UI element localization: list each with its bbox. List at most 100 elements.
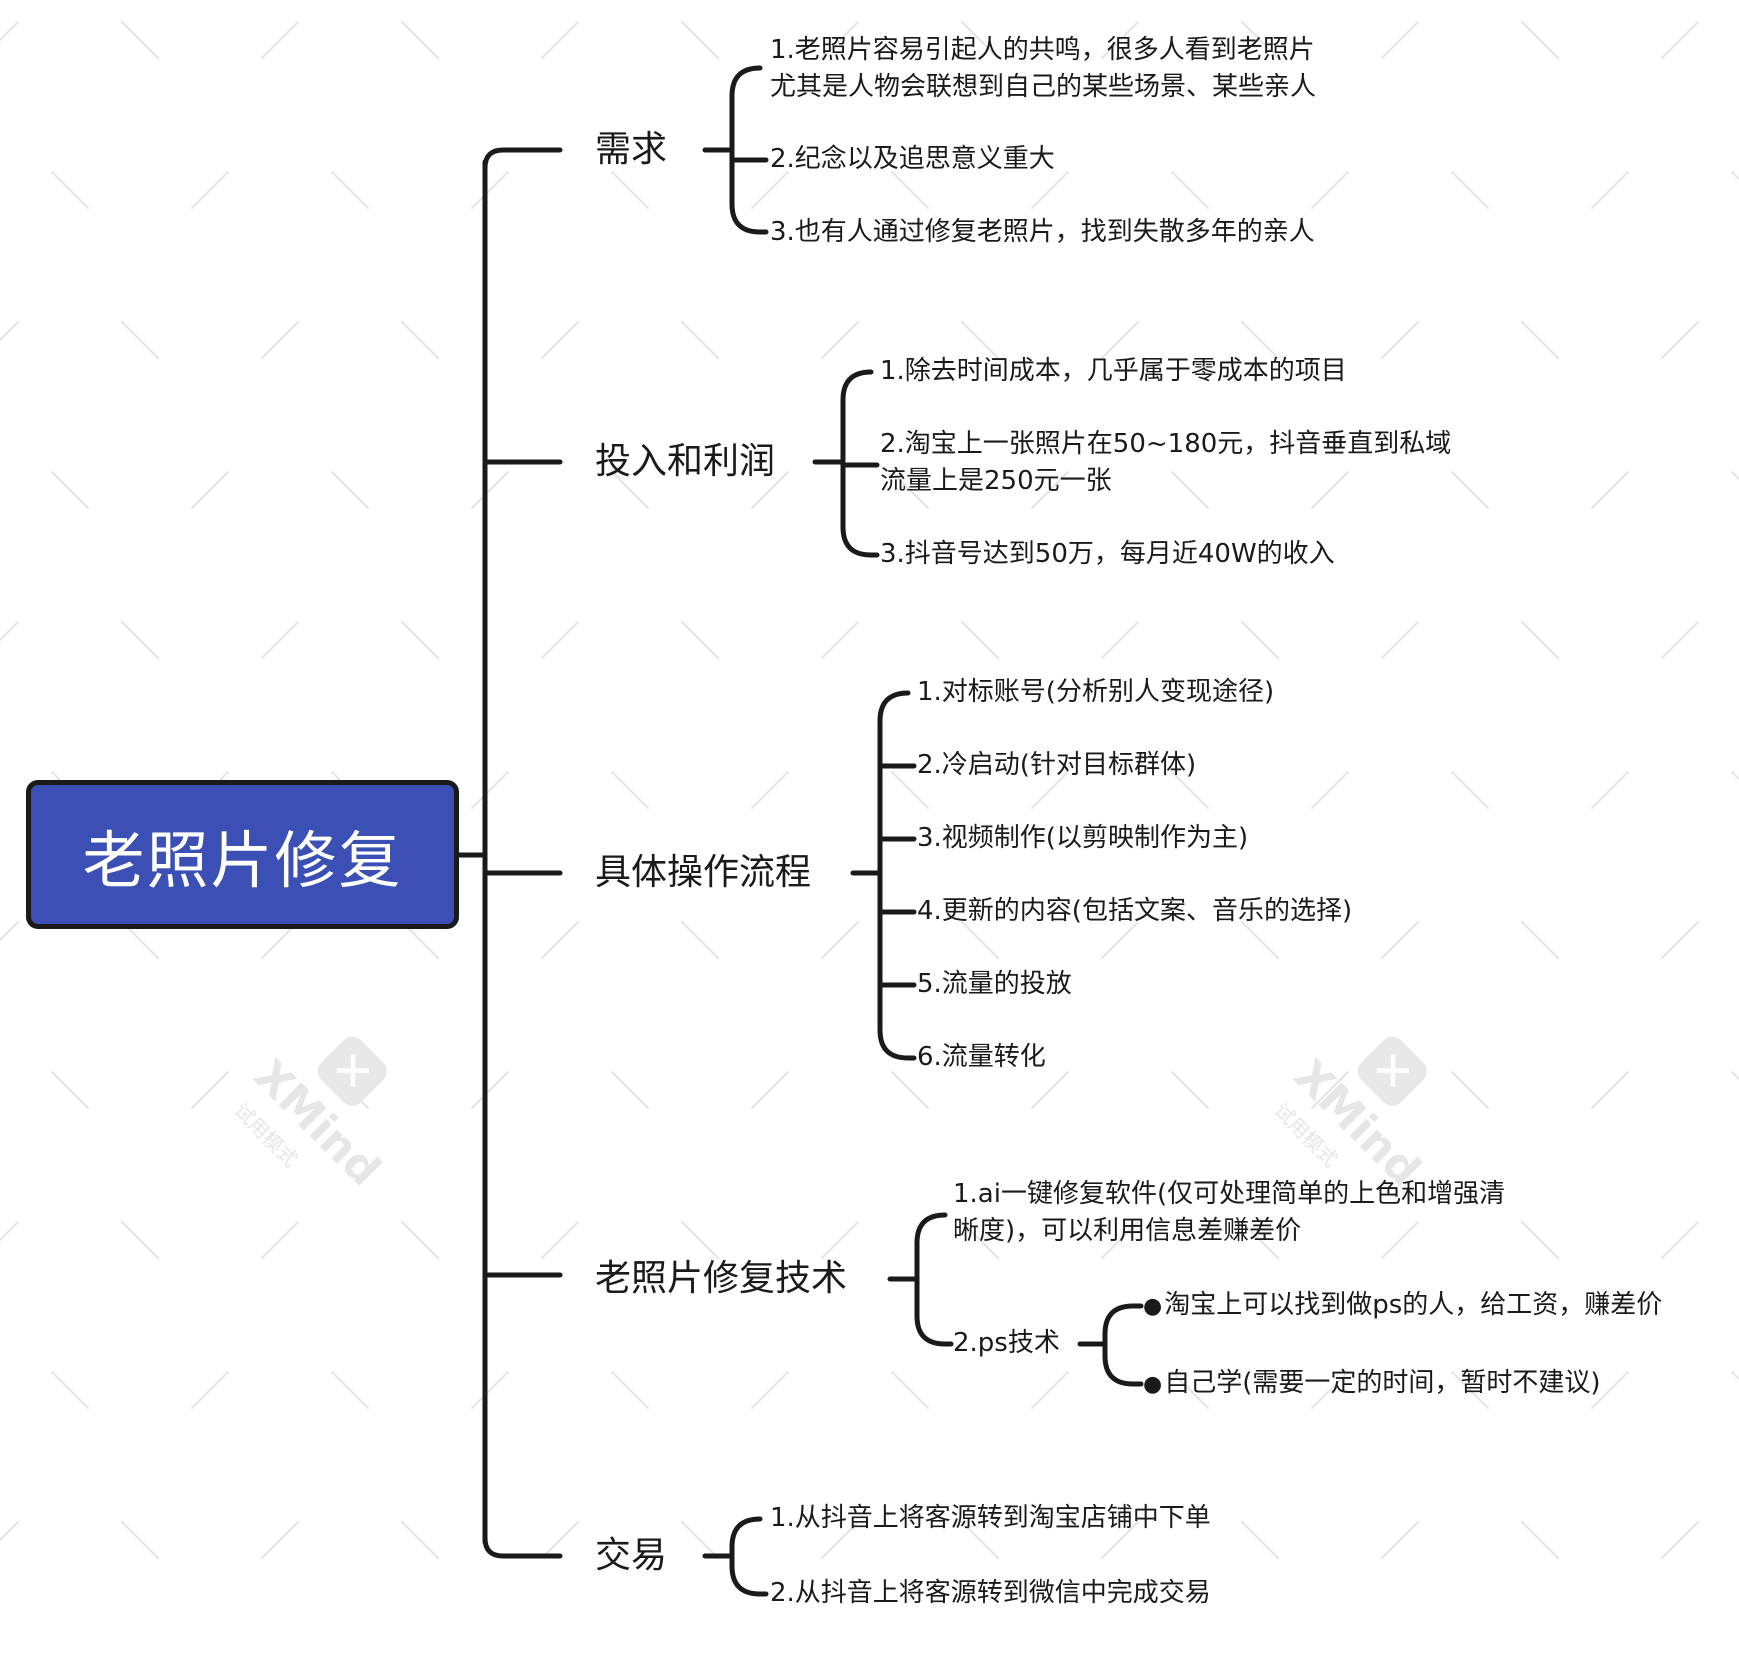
watermark-stroke <box>51 1071 89 1109</box>
watermark-stroke <box>1241 21 1279 59</box>
branch-topic-investment-profit[interactable]: 投入和利润 <box>595 441 776 482</box>
watermark-stroke <box>0 1221 19 1242</box>
watermark-stroke <box>1381 621 1419 659</box>
watermark-stroke <box>1171 471 1209 509</box>
watermark-stroke <box>1731 771 1739 781</box>
subtopic[interactable]: 1.老照片容易引起人的共鸣，很多人看到老照片 尤其是人物会联想到自己的某些场景、… <box>770 32 1316 106</box>
watermark-stroke <box>611 1071 649 1109</box>
watermark-stroke <box>121 1521 159 1559</box>
branch-topic-demand[interactable]: 需求 <box>595 129 668 170</box>
watermark-stroke <box>1731 171 1739 181</box>
subtopic[interactable]: 3.抖音号达到50万，每月近40W的收入 <box>880 539 1335 569</box>
watermark-stroke <box>891 471 929 509</box>
watermark-stroke <box>401 321 439 359</box>
watermark-stroke <box>891 771 929 809</box>
watermark-stroke <box>1731 471 1739 481</box>
watermark-stroke <box>121 1221 159 1259</box>
branch-topic-restoration-technique[interactable]: 老照片修复技术 <box>595 1258 848 1299</box>
watermark-stroke <box>821 21 859 59</box>
watermark-stroke <box>1521 21 1559 59</box>
bullet-icon: ● <box>1143 1372 1163 1397</box>
watermark-stroke <box>261 1221 299 1259</box>
watermark-stroke <box>401 621 439 659</box>
watermark-stroke <box>541 21 579 59</box>
watermark-stroke <box>471 171 509 209</box>
sub-subtopic[interactable]: ●自己学(需要一定的时间，暂时不建议) <box>1143 1365 1601 1403</box>
watermark-stroke <box>1101 921 1139 959</box>
watermark-stroke <box>1661 21 1699 59</box>
watermark-stroke <box>401 1221 439 1259</box>
watermark-stroke <box>681 1221 719 1259</box>
watermark-stroke <box>611 471 649 509</box>
watermark-stroke <box>611 771 649 809</box>
watermark-stroke <box>471 771 509 809</box>
watermark-stroke <box>751 771 789 809</box>
watermark-stroke <box>261 321 299 359</box>
watermark-stroke <box>1311 771 1349 809</box>
watermark-stroke <box>1031 171 1069 209</box>
watermark-stroke <box>961 621 999 659</box>
watermark-stroke <box>1311 471 1349 509</box>
subtopic[interactable]: 2.冷启动(针对目标群体) <box>917 750 1197 780</box>
subtopic[interactable]: 1.除去时间成本，几乎属于零成本的项目 <box>880 356 1347 386</box>
watermark-stroke <box>611 1371 649 1409</box>
watermark-stroke <box>1451 771 1489 809</box>
branch-topic-operation-process[interactable]: 具体操作流程 <box>595 852 812 893</box>
watermark-stroke <box>1661 921 1699 959</box>
subtopic[interactable]: 2.从抖音上将客源转到微信中完成交易 <box>770 1578 1211 1608</box>
watermark-stroke <box>1591 1071 1629 1109</box>
watermark-stroke <box>1241 621 1279 659</box>
watermark-stroke <box>191 1071 229 1109</box>
watermark-stroke <box>401 1521 439 1559</box>
watermark-stroke <box>1101 1521 1139 1559</box>
subtopic[interactable]: 5.流量的投放 <box>917 969 1072 999</box>
connectors <box>456 65 1144 1597</box>
subtopic-line: 尤其是人物会联想到自己的某些场景、某些亲人 <box>770 72 1317 102</box>
sub-subtopic-label: 淘宝上可以找到做ps的人，给工资，赚差价 <box>1164 1290 1663 1320</box>
watermark-stroke <box>961 21 999 59</box>
watermark-stroke <box>541 1221 579 1259</box>
watermark-stroke <box>401 21 439 59</box>
watermark-stroke <box>1591 171 1629 209</box>
watermark-stroke <box>1661 1521 1699 1559</box>
watermark-stroke <box>541 921 579 959</box>
watermark-stroke <box>1381 921 1419 959</box>
subtopic-line: 流量上是250元一张 <box>880 466 1112 496</box>
watermark-stroke <box>1591 1371 1629 1409</box>
subtopic[interactable]: 4.更新的内容(包括文案、音乐的选择) <box>917 896 1353 926</box>
subtopic[interactable]: 1.ai一键修复软件(仅可处理简单的上色和增强清 晰度)，可以利用信息差赚差价 <box>953 1176 1505 1250</box>
subtopic[interactable]: 2.ps技术 <box>953 1328 1060 1358</box>
watermark-stroke <box>1031 771 1069 809</box>
watermark-stroke <box>1031 1071 1069 1109</box>
watermark-stroke <box>1381 321 1419 359</box>
subtopic[interactable]: 6.流量转化 <box>917 1042 1046 1072</box>
subtopic[interactable]: 3.也有人通过修复老照片，找到失散多年的亲人 <box>770 217 1315 247</box>
watermark-stroke <box>1451 171 1489 209</box>
watermark-stroke <box>961 1521 999 1559</box>
subtopic[interactable]: 1.从抖音上将客源转到淘宝店铺中下单 <box>770 1503 1211 1533</box>
branch-topic-transaction[interactable]: 交易 <box>595 1535 668 1576</box>
subtopic[interactable]: 3.视频制作(以剪映制作为主) <box>917 823 1249 853</box>
sub-subtopic-label: 自己学(需要一定的时间，暂时不建议) <box>1164 1368 1601 1398</box>
watermark-stroke <box>191 1371 229 1409</box>
subtopic-line: 晰度)，可以利用信息差赚差价 <box>953 1216 1302 1246</box>
subtopic[interactable]: 2.纪念以及追思意义重大 <box>770 144 1055 174</box>
watermark-stroke <box>471 1071 509 1109</box>
watermark-stroke <box>1101 1221 1139 1259</box>
sub-subtopic[interactable]: ●淘宝上可以找到做ps的人，给工资，赚差价 <box>1143 1287 1662 1325</box>
watermark-stroke <box>121 21 159 59</box>
watermark-stroke <box>1311 171 1349 209</box>
watermark-stroke <box>821 1521 859 1559</box>
watermark-stroke <box>471 471 509 509</box>
watermark-stroke <box>541 321 579 359</box>
watermark-stroke <box>891 1071 929 1109</box>
subtopic[interactable]: 1.对标账号(分析别人变现途径) <box>917 677 1275 707</box>
watermark-stroke <box>681 321 719 359</box>
watermark-stroke <box>1451 471 1489 509</box>
watermark-stroke <box>0 921 19 942</box>
watermark-stroke <box>821 321 859 359</box>
subtopic[interactable]: 2.淘宝上一张照片在50~180元，抖音垂直到私域 流量上是250元一张 <box>880 426 1451 500</box>
watermark-stroke <box>681 1521 719 1559</box>
root-topic[interactable]: 老照片修复 <box>26 780 459 929</box>
